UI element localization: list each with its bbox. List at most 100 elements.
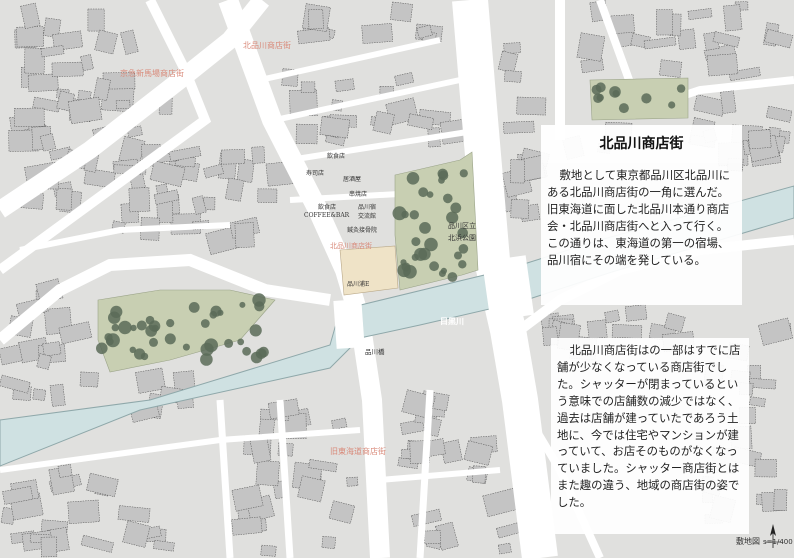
building xyxy=(510,159,525,184)
facility-label-koryukan-1: 品川宿 xyxy=(358,203,376,211)
northeast-park xyxy=(589,77,689,121)
building xyxy=(677,28,697,50)
building xyxy=(257,188,278,203)
building xyxy=(720,90,737,114)
tree xyxy=(457,227,469,239)
tree xyxy=(258,346,269,358)
building xyxy=(576,32,606,62)
facility-label-sushi: 寿司店 xyxy=(306,169,324,177)
tree xyxy=(136,320,147,331)
tree xyxy=(454,251,462,260)
building xyxy=(36,353,52,370)
building xyxy=(236,158,255,183)
building xyxy=(52,30,84,51)
tree xyxy=(438,270,446,277)
building xyxy=(122,520,151,548)
building xyxy=(624,304,648,322)
facility-label-restaurant-1: 飲食店 xyxy=(327,152,345,160)
tree xyxy=(618,103,629,114)
tree xyxy=(418,187,429,198)
building xyxy=(94,29,118,55)
building xyxy=(55,187,73,211)
building xyxy=(497,542,512,555)
building xyxy=(655,9,673,36)
building xyxy=(27,73,59,92)
building xyxy=(773,489,788,512)
tree xyxy=(414,247,428,261)
building xyxy=(80,534,115,553)
tree xyxy=(200,353,213,366)
river-label: 目黒川 xyxy=(440,316,464,326)
building xyxy=(604,309,621,324)
tree xyxy=(641,93,652,104)
tree xyxy=(609,86,621,98)
north-arrow-icon xyxy=(765,524,781,548)
tree xyxy=(450,202,462,214)
building xyxy=(224,177,245,202)
tree xyxy=(676,84,686,93)
building xyxy=(203,163,225,179)
building xyxy=(67,499,100,525)
building xyxy=(300,81,316,93)
building xyxy=(723,4,743,32)
building xyxy=(643,36,677,50)
facility-labels: 飲食店 寿司店 居酒屋 串焼店 飲食店 COFFEE&BAR 鍼灸接骨院 品川宿… xyxy=(304,152,377,288)
building xyxy=(608,14,635,35)
building xyxy=(747,377,777,390)
park-label-line1: 品川区立 xyxy=(448,221,476,230)
tree xyxy=(130,324,137,332)
building xyxy=(221,149,246,165)
facility-label-izakaya: 居酒屋 xyxy=(343,175,361,183)
facility-label-kushiyaki: 串焼店 xyxy=(349,190,367,198)
tree xyxy=(411,237,421,247)
building xyxy=(231,484,264,512)
building xyxy=(440,439,463,464)
street-label-keikyu-shinbanba: 京急新馬場商店街 xyxy=(120,68,184,78)
building xyxy=(42,341,62,357)
building xyxy=(58,321,93,345)
map-title-label: 敷地図 xyxy=(736,537,760,546)
building xyxy=(321,535,336,549)
building xyxy=(754,458,777,478)
tree xyxy=(458,260,467,269)
building xyxy=(93,77,111,101)
panel-title: 北品川商店街 xyxy=(541,125,742,163)
description-paragraph-2: 北品川商店街はの一部はすでに店舗が少なくなっている商店街でした。シャッターが閉ま… xyxy=(551,338,749,534)
building xyxy=(712,31,741,48)
building xyxy=(205,226,239,256)
building xyxy=(706,53,739,77)
tree xyxy=(237,338,245,346)
plaza xyxy=(339,245,399,296)
building xyxy=(407,113,435,131)
building xyxy=(503,120,535,134)
building xyxy=(39,133,57,152)
building xyxy=(255,460,280,487)
road-northwest-arterial xyxy=(0,0,270,218)
tree xyxy=(200,319,210,328)
building xyxy=(0,344,23,366)
building xyxy=(328,500,356,524)
building xyxy=(435,521,459,551)
tree xyxy=(424,237,438,252)
building xyxy=(504,70,522,83)
facility-label-coffee-bar: COFFEE&BAR xyxy=(304,212,350,219)
tree xyxy=(105,333,120,348)
tree xyxy=(249,324,262,337)
tree xyxy=(401,210,409,219)
tree xyxy=(459,169,468,178)
building xyxy=(516,96,547,116)
building xyxy=(40,45,65,58)
building xyxy=(14,107,45,127)
building xyxy=(747,129,772,150)
building xyxy=(135,367,166,394)
building xyxy=(664,312,686,333)
tree xyxy=(447,272,458,282)
building xyxy=(768,126,781,138)
tree xyxy=(446,211,459,224)
tree xyxy=(96,342,108,355)
tree xyxy=(403,265,417,279)
park-label-line2: 北浜公園 xyxy=(448,233,476,242)
tree xyxy=(188,302,200,313)
tree xyxy=(129,346,136,353)
